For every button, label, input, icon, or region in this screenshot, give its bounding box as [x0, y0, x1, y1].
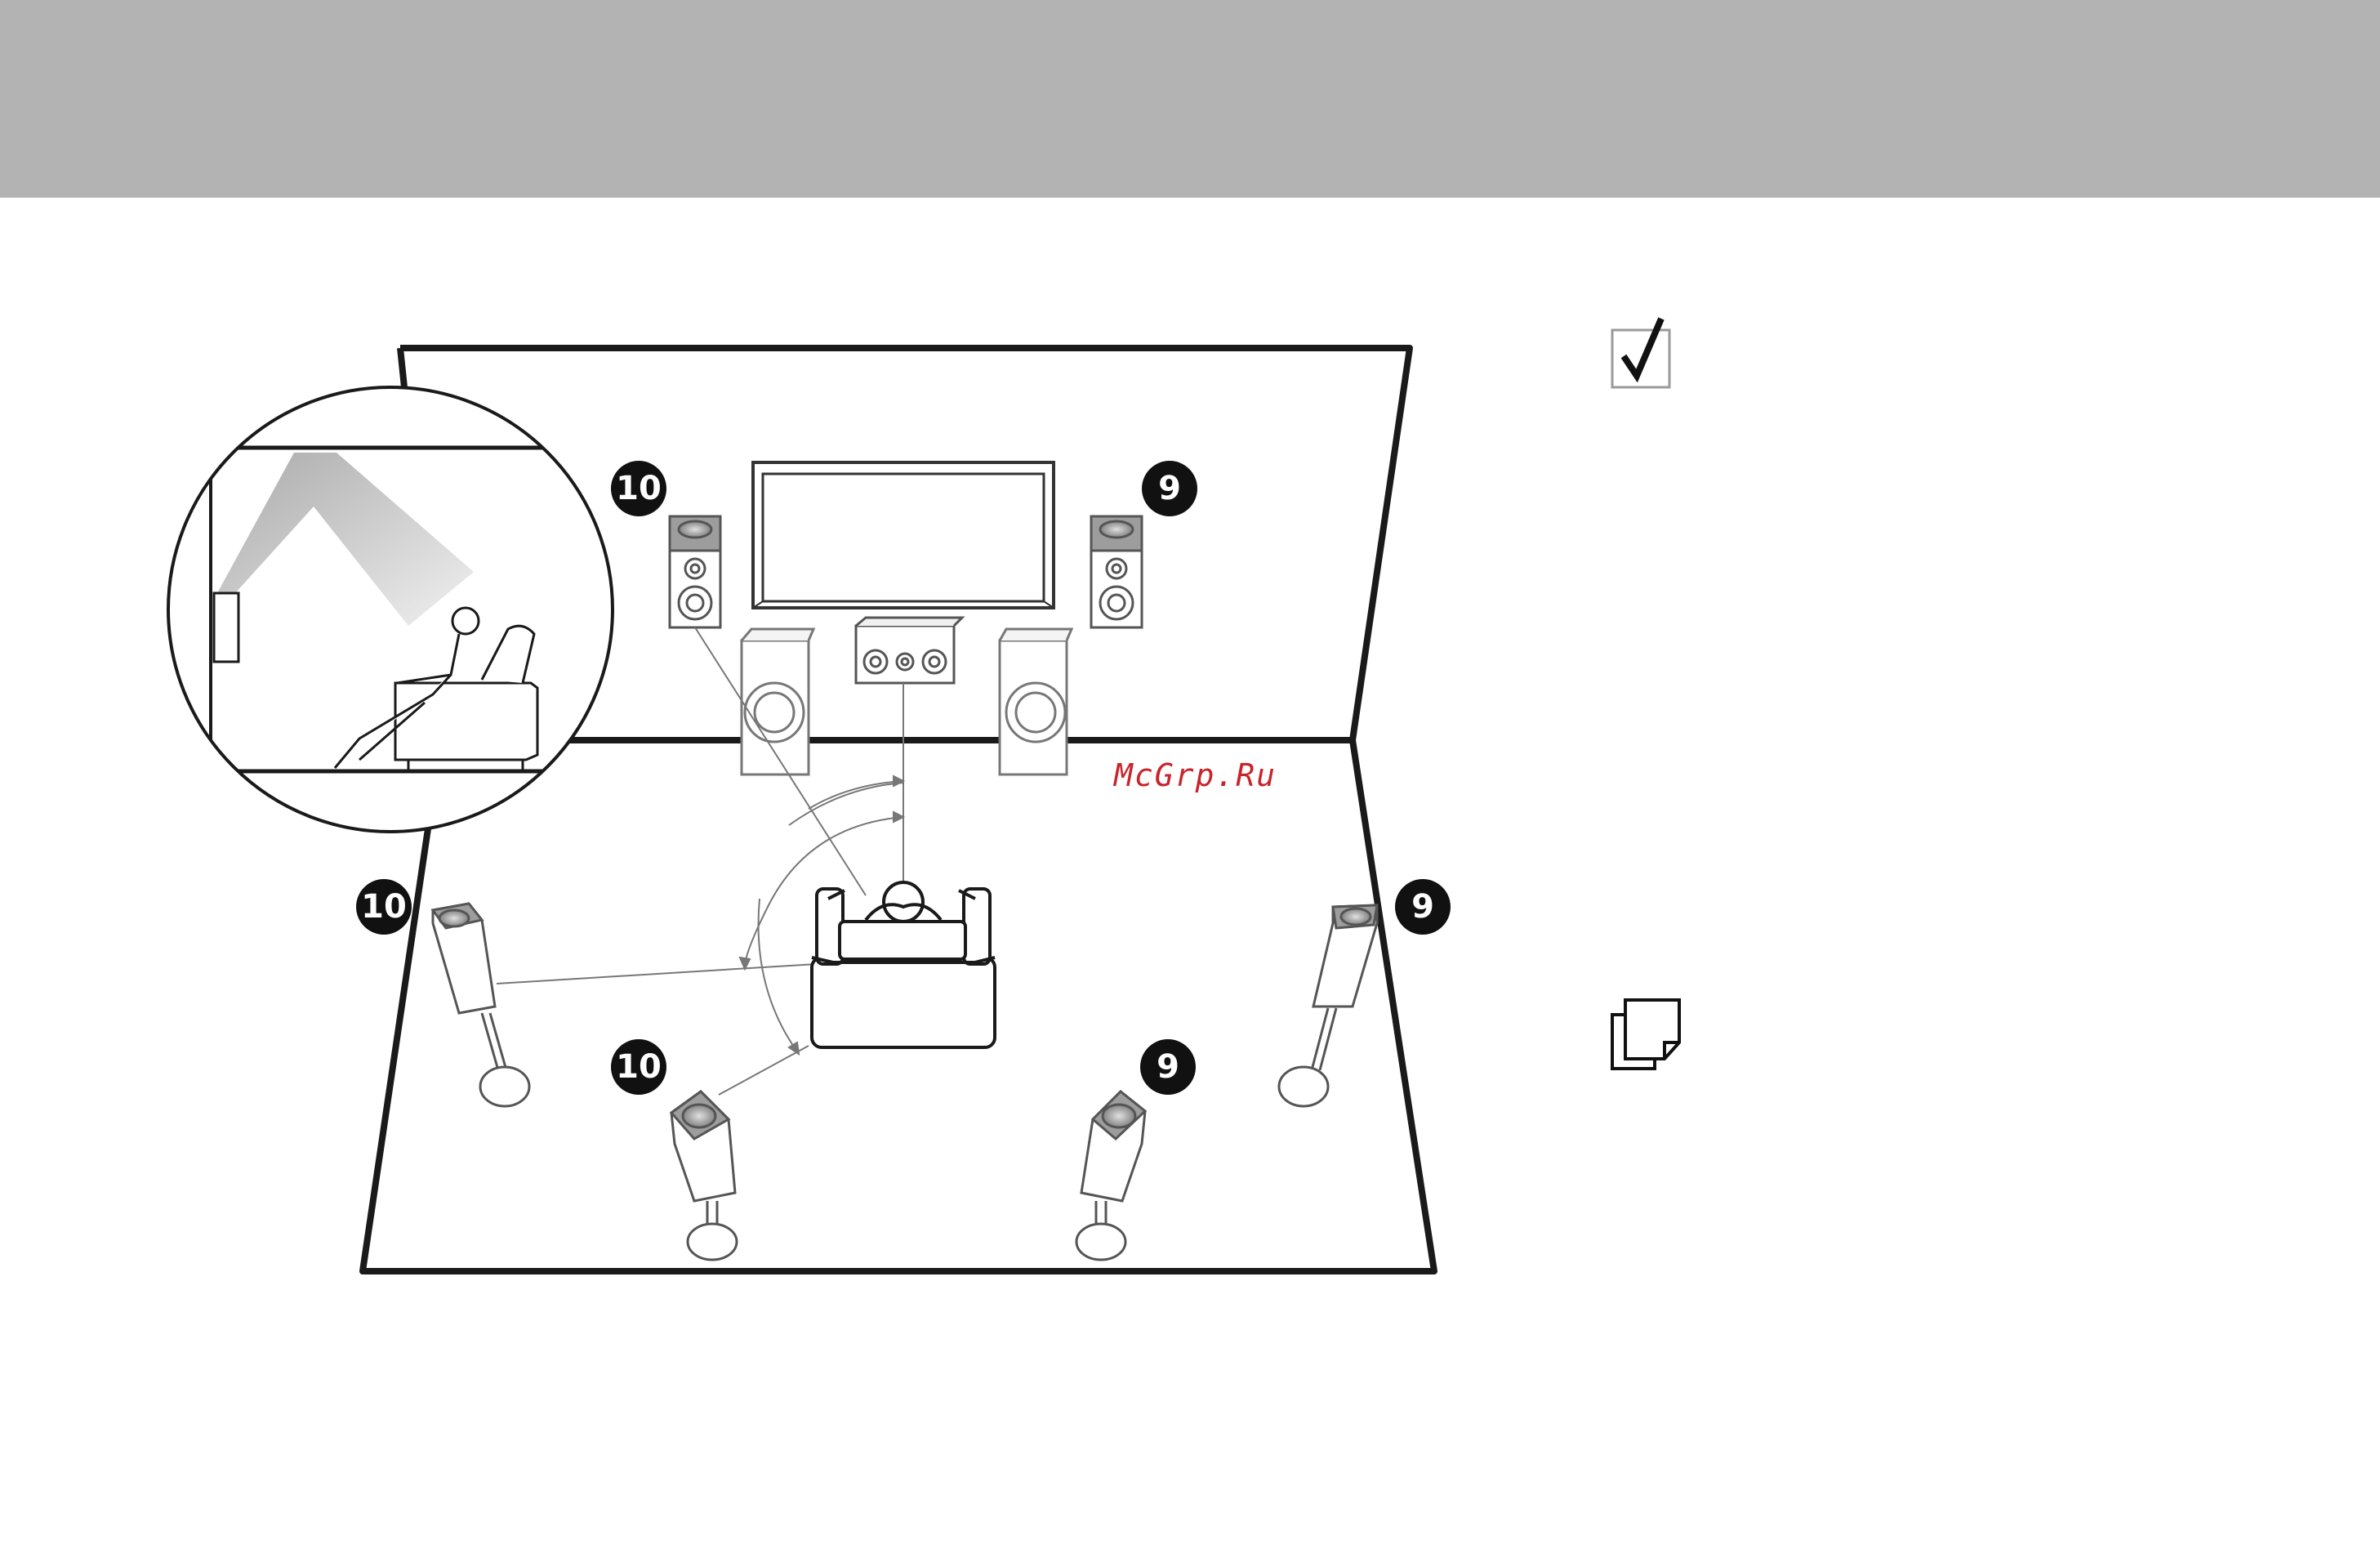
checkbox-check-icon: [1607, 314, 1676, 392]
badge-front-left-top: 10: [611, 461, 666, 516]
front-right-speaker: [1091, 516, 1142, 627]
badge-front-right-top: 9: [1142, 461, 1197, 516]
svg-text:9: 9: [1157, 1048, 1179, 1086]
listener-chair: [812, 882, 995, 1047]
svg-text:10: 10: [616, 470, 662, 507]
subwoofer-right: [1000, 629, 1072, 774]
svg-text:9: 9: [1411, 888, 1434, 926]
badge-rear-left: 10: [611, 1039, 666, 1095]
subwoofer-left: [742, 629, 813, 774]
note-pages-icon: [1607, 997, 1682, 1072]
badge-side-right: 9: [1395, 879, 1451, 935]
badge-side-left: 10: [356, 879, 412, 935]
front-left-speaker: [670, 516, 720, 627]
svg-text:9: 9: [1158, 470, 1181, 507]
svg-text:10: 10: [361, 888, 407, 926]
watermark-text: McGrp.Ru: [1112, 757, 1277, 793]
center-speaker: [856, 618, 962, 683]
svg-text:10: 10: [616, 1048, 662, 1086]
badge-rear-right: 9: [1140, 1039, 1196, 1095]
